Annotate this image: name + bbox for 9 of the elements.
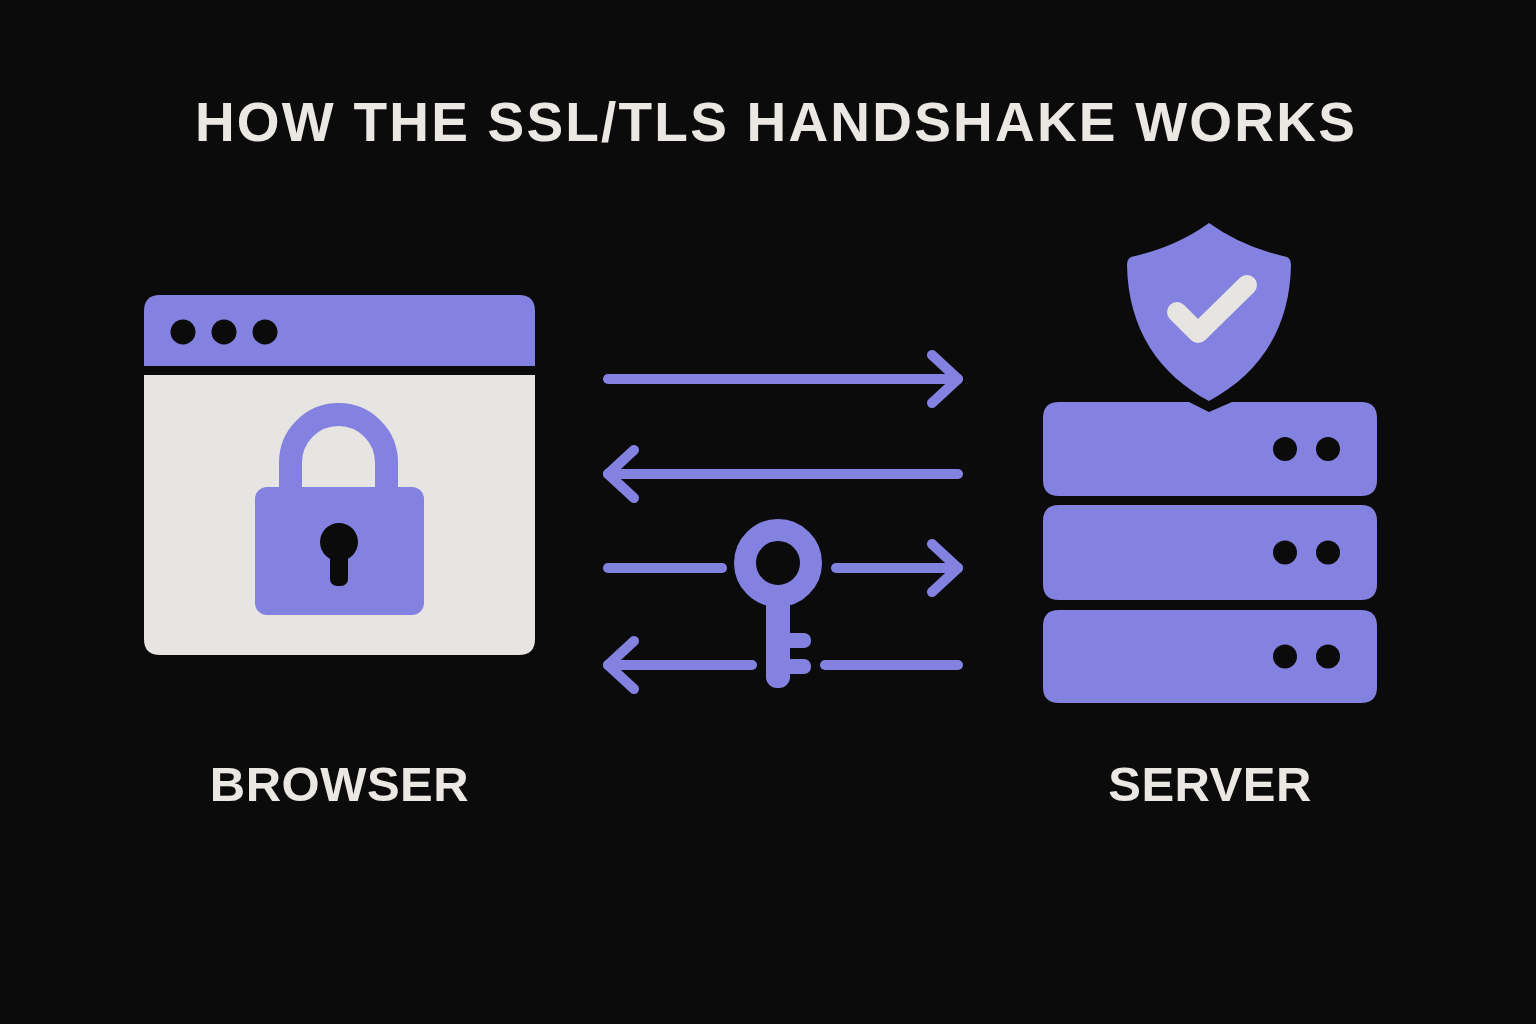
node-label: BROWSER [209,760,470,809]
arrow [831,539,963,597]
title: HOW THE SSL/TLS HANDSHAKE WORKS [193,95,1359,150]
node-label: SERVER [1108,760,1312,809]
arrow [603,636,757,694]
arrow [603,350,963,408]
connector-line [820,660,963,670]
connector-line [603,563,727,573]
arrow [603,445,963,503]
